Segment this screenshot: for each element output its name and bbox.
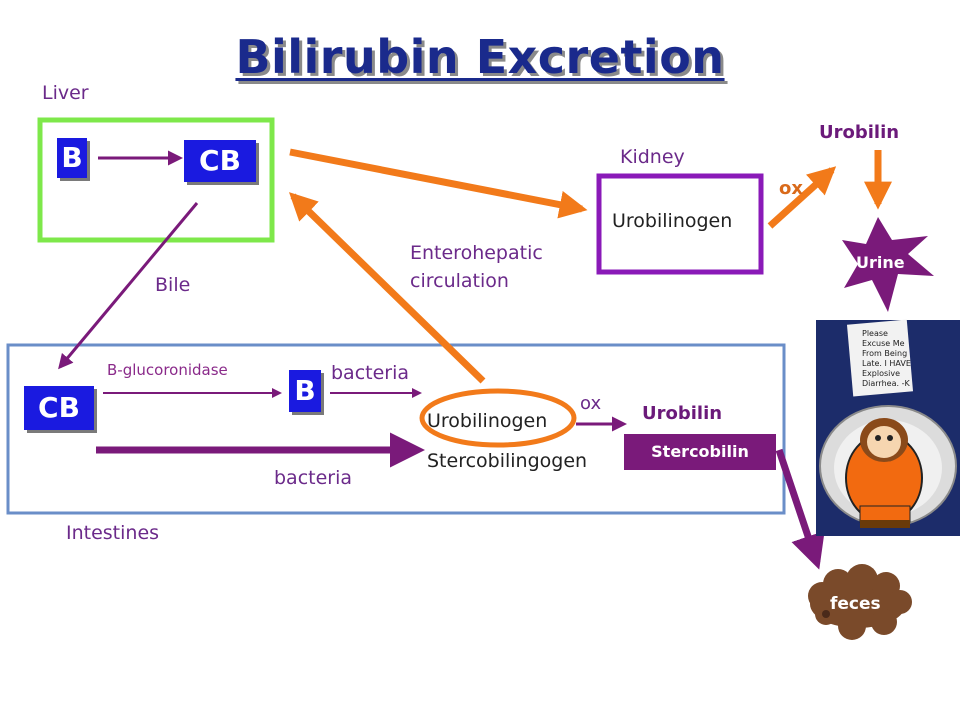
liver-cb-box: CB <box>184 140 256 182</box>
svg-text:Diarrhea. -K: Diarrhea. -K <box>862 379 910 388</box>
intestines-box <box>6 343 786 515</box>
kidney-box <box>596 173 764 275</box>
intestine-urobilinogen: Urobilinogen <box>427 410 548 432</box>
intestine-cb-box: CB <box>24 386 94 430</box>
urine-starburst <box>842 217 934 312</box>
feces-label: feces <box>830 594 881 614</box>
arrow-enterohepatic <box>288 192 486 384</box>
kidney-label: Kidney <box>620 146 685 168</box>
svg-text:Please: Please <box>862 329 888 338</box>
liver-label: Liver <box>42 82 89 104</box>
svg-text:Explosive: Explosive <box>862 369 900 378</box>
enterohepatic-label-2: circulation <box>410 270 509 292</box>
kenny-poster-icon: Please Excuse Me From Being Late. I HAVE… <box>816 319 960 536</box>
urine-urobilin-label: Urobilin <box>819 122 900 143</box>
svg-text:Excuse Me: Excuse Me <box>862 339 905 348</box>
intestine-urobilin-label: Urobilin <box>642 403 723 424</box>
arrow-to-feces <box>775 448 825 570</box>
enzyme-label: B-glucoronidase <box>107 361 228 379</box>
bacteria-bottom-label: bacteria <box>274 467 353 489</box>
bile-label: Bile <box>155 274 191 296</box>
page-title: Bilirubin Excretion <box>235 30 725 84</box>
arrow-liver-to-kidney <box>289 148 588 219</box>
intestines-label: Intestines <box>66 522 160 544</box>
feces-cloud-icon <box>808 564 912 640</box>
intestine-b-box: B <box>289 370 321 412</box>
kidney-ox-label: ox <box>779 178 803 199</box>
intestine-ox-label: ox <box>580 393 602 414</box>
svg-text:Late. I HAVE: Late. I HAVE <box>862 359 911 368</box>
urobilinogen-highlight <box>419 388 577 448</box>
bacteria-top-label: bacteria <box>331 362 410 384</box>
urine-label: Urine <box>856 253 905 272</box>
svg-text:From Being: From Being <box>862 349 907 358</box>
kidney-urobilinogen: Urobilinogen <box>612 210 733 232</box>
arrow-kidney-ox <box>767 166 837 229</box>
stercobilin-box: Stercobilin <box>624 434 776 470</box>
arrow-bile <box>58 202 199 370</box>
enterohepatic-label-1: Enterohepatic <box>410 242 543 264</box>
stercobilinogen-label: Stercobilingogen <box>427 450 588 472</box>
liver-b-box: B <box>57 138 87 178</box>
liver-box <box>37 117 275 243</box>
